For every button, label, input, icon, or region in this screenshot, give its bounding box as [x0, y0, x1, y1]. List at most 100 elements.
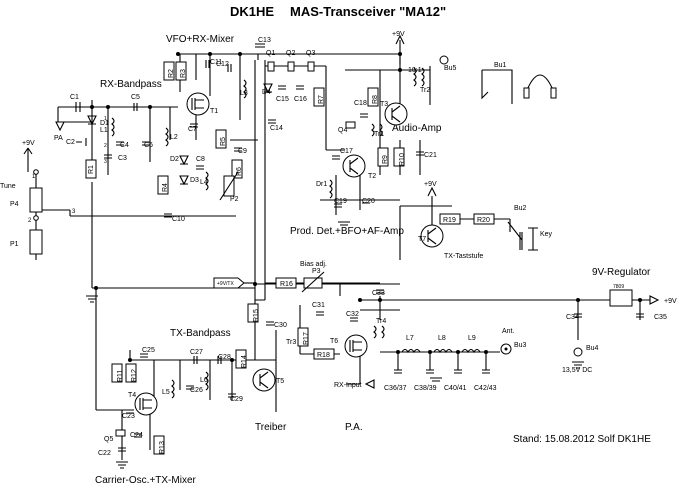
resistor-r18: R18: [313, 348, 335, 360]
svg-text:C14: C14: [270, 125, 283, 132]
capacitor-c28: C28: [217, 354, 231, 364]
svg-text:C13: C13: [258, 37, 271, 44]
transistor-t2: T2: [342, 154, 376, 180]
svg-text:P3: P3: [312, 268, 321, 275]
svg-text:Tr2: Tr2: [420, 87, 430, 94]
capacitor-c5: C5: [131, 94, 140, 111]
pin-num-2: 2: [28, 218, 32, 224]
svg-text:Dr1: Dr1: [316, 181, 327, 188]
svg-text:Tr4: Tr4: [376, 318, 386, 325]
capacitor-c4: C4: [116, 141, 129, 149]
svg-text:P2: P2: [230, 196, 239, 203]
transistor-t7: T7: [418, 224, 444, 248]
svg-text:C22: C22: [98, 450, 111, 457]
svg-text:Q3: Q3: [306, 50, 315, 57]
crystal-q5: Q5: [104, 429, 126, 443]
ant-label: Ant.: [502, 328, 515, 335]
crystal-q3: Q3: [306, 50, 315, 72]
svg-text:D1: D1: [100, 120, 109, 127]
svg-text:C4: C4: [120, 142, 129, 149]
svg-text:R3: R3: [180, 69, 187, 78]
regulator-ic: 7809: [609, 284, 633, 307]
key-switch: [528, 227, 538, 251]
socket-bu2: Bu2: [507, 205, 527, 250]
svg-text:C18: C18: [354, 100, 367, 107]
svg-text:R19: R19: [443, 217, 456, 224]
inductor-l2: L2: [165, 127, 178, 147]
resistor-r16: R16: [275, 277, 297, 289]
svg-text:C8: C8: [196, 156, 205, 163]
capacitor-c1: C1: [70, 94, 81, 112]
capacitor-c12: C12: [216, 61, 232, 72]
section-regulator: 9V-Regulator: [592, 267, 651, 278]
capacitor-c8: C8: [196, 156, 205, 170]
inductor-l1: L1: [100, 117, 115, 137]
socket-bu1: Bu1: [481, 62, 513, 104]
transistors: T1 T2 T3 T4 T5 T6 T7: [128, 92, 444, 416]
svg-text:R14: R14: [241, 355, 248, 368]
svg-text:C38/39: C38/39: [414, 385, 437, 392]
resistor-r10: R10: [393, 147, 406, 167]
svg-text:R6: R6: [236, 167, 243, 176]
inductor-l5: L5: [162, 379, 175, 399]
capacitor-c18: C18: [354, 100, 368, 118]
svg-text:C1: C1: [70, 94, 79, 101]
capacitor-c23: C23: [122, 409, 135, 420]
inductor-l3: L3: [240, 79, 248, 99]
capacitor-c17: C17: [332, 148, 353, 160]
transistor-t1: T1: [186, 92, 218, 116]
crystal-q2: Q2: [286, 50, 295, 72]
resistor-r3: R3: [175, 61, 187, 81]
svg-text:R4: R4: [162, 183, 169, 192]
socket-bu4: Bu4: [573, 345, 599, 357]
resistor-r7: R7: [313, 87, 325, 107]
svg-text:C36/37: C36/37: [384, 385, 407, 392]
svg-text:7809: 7809: [613, 284, 624, 290]
resistor-r5: R5: [215, 129, 227, 149]
svg-text:R7: R7: [318, 95, 325, 104]
capacitor-c9: C9: [234, 147, 247, 155]
svg-text:L2: L2: [170, 134, 178, 141]
resistor-r13: R13: [153, 435, 166, 455]
diode-d3: D3: [179, 175, 199, 186]
resistor-r11: R11: [111, 363, 124, 383]
svg-text:T7: T7: [418, 236, 426, 243]
diode-d1: D1: [87, 115, 109, 127]
resistor-r1: R1: [85, 159, 97, 179]
section-carrier: Carrier-Osc.+TX-Mixer: [95, 475, 197, 486]
svg-text:R15: R15: [253, 309, 260, 322]
tune-label: Tune: [0, 183, 16, 190]
crystals: Q1 Q2 Q3 Q4 Q5: [104, 50, 356, 443]
capacitor-c10: C10: [164, 213, 185, 223]
svg-text:D4: D4: [262, 89, 271, 96]
svg-text:Q4: Q4: [338, 127, 347, 134]
capacitor-c3: C3: [104, 154, 127, 162]
crystal-q1: Q1: [266, 50, 275, 72]
svg-text:C15: C15: [276, 96, 289, 103]
svg-text:T1: T1: [210, 108, 218, 115]
transformer-tr4: Tr4: [373, 318, 386, 339]
transistor-t3: T3: [380, 101, 408, 126]
svg-text:Q1: Q1: [266, 50, 275, 57]
svg-text:L7: L7: [406, 335, 414, 342]
svg-text:C27: C27: [190, 349, 203, 356]
svg-text:C28: C28: [218, 354, 231, 361]
svg-text:R10: R10: [399, 153, 406, 166]
svg-text:R1: R1: [88, 165, 95, 174]
plus9vtx-flag: [213, 277, 245, 289]
p4-label: P4: [10, 201, 19, 208]
trimmer-p2: P2: [219, 171, 239, 203]
svg-text:T6: T6: [330, 338, 338, 345]
capacitor-c13: C13: [255, 37, 271, 48]
svg-text:C19: C19: [334, 198, 347, 205]
svg-text:Q5: Q5: [104, 436, 113, 443]
inductor-l7: L7: [401, 335, 421, 354]
capacitor-c7: C7: [188, 123, 198, 133]
diode-d2: D2: [170, 155, 189, 166]
resistor-r6: R6: [231, 159, 243, 179]
svg-text:T5: T5: [276, 378, 284, 385]
capacitor-c31: C31: [312, 302, 325, 316]
svg-text:C26: C26: [190, 387, 203, 394]
socket-bu5: Bu5: [439, 55, 457, 72]
